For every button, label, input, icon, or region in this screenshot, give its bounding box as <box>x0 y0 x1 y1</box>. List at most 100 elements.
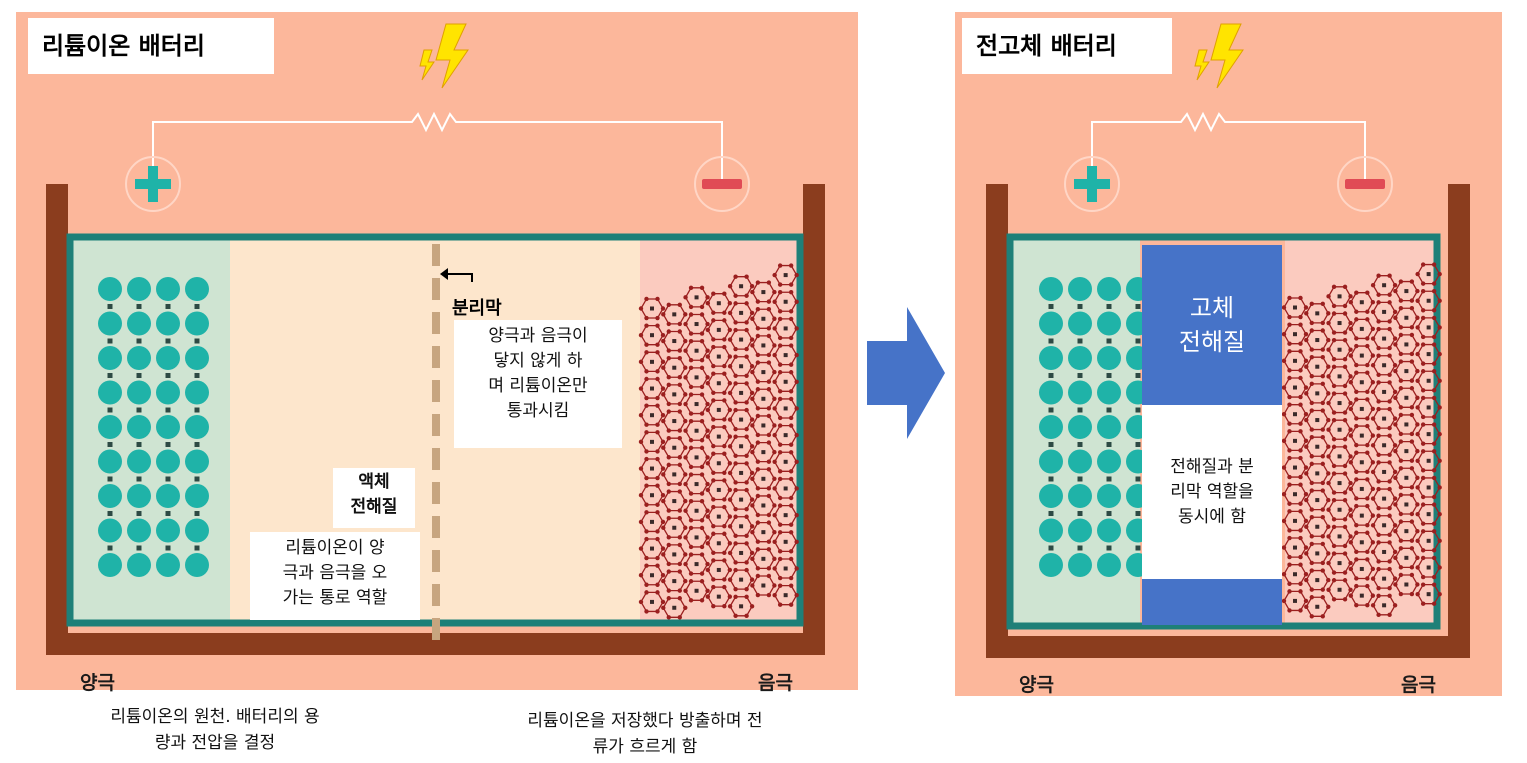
graphite-atom <box>666 436 671 441</box>
ion-gap-dot <box>194 407 200 413</box>
graphite-atom <box>1298 509 1303 514</box>
electrolyte-desc-line: 가는 통로 역할 <box>282 588 388 608</box>
graphite-atom <box>1409 306 1415 311</box>
graphite-atom <box>1342 311 1348 316</box>
graphite-atom <box>1287 501 1292 506</box>
graphite-atom <box>1354 557 1359 562</box>
lithium-site-dot <box>1359 513 1364 518</box>
graphite-atom <box>705 508 710 513</box>
ion-gap-dot <box>1106 442 1112 447</box>
separator-dash <box>432 516 440 538</box>
graphite-atom <box>1415 368 1420 374</box>
graphite-atom <box>772 343 777 348</box>
graphite-atom <box>1376 353 1381 358</box>
lithium-site-dot <box>783 273 788 278</box>
lithium-site-dot <box>1315 338 1320 343</box>
graphite-atom <box>788 316 794 322</box>
graphite-atom <box>711 531 716 536</box>
graphite-atom <box>1326 320 1331 326</box>
ion-gap-dot <box>1135 407 1141 413</box>
lithium-site-dot <box>694 402 699 407</box>
graphite-atom <box>1348 540 1354 545</box>
lithium-site-dot <box>1359 460 1364 465</box>
lithium-ion-dot <box>1039 449 1063 474</box>
lithium-site-dot <box>1404 289 1409 294</box>
lithium-site-dot <box>783 539 788 544</box>
graphite-atom <box>1370 443 1376 448</box>
graphite-atom <box>794 459 799 465</box>
graphite-atom <box>677 436 682 441</box>
graphite-atom <box>794 326 799 331</box>
graphite-atom <box>688 419 694 424</box>
graphite-atom <box>1420 529 1426 534</box>
graphite-atom <box>766 432 772 438</box>
lightning-icon <box>435 23 469 89</box>
graphite-atom <box>1320 560 1325 566</box>
graphite-atom <box>1287 562 1292 567</box>
lithium-site-dot <box>650 493 654 498</box>
graphite-atom <box>1309 568 1314 573</box>
lithium-site-dot <box>1293 385 1297 390</box>
ion-gap-dot <box>165 476 171 482</box>
graphite-atom <box>1409 485 1415 490</box>
graphite-atom <box>788 282 794 287</box>
graphite-atom <box>750 476 755 482</box>
plus-ring <box>1064 156 1120 212</box>
graphite-atom <box>1320 568 1325 573</box>
graphite-atom <box>638 386 644 391</box>
ion-gap-dot <box>136 304 142 309</box>
graphite-atom <box>1437 351 1442 357</box>
graphite-atom <box>644 422 649 427</box>
graphite-atom <box>1437 405 1442 410</box>
graphite-atom <box>1392 603 1398 608</box>
graphite-atom <box>1415 591 1420 597</box>
graphite-atom <box>1376 372 1381 377</box>
graphite-atom <box>655 422 660 427</box>
graphite-atom <box>705 561 710 567</box>
graphite-atom <box>666 401 671 407</box>
graphite-atom <box>1370 309 1376 315</box>
lithium-site-dot <box>1404 502 1409 507</box>
graphite-atom <box>1298 554 1303 560</box>
graphite-atom <box>1309 435 1314 440</box>
graphite-atom <box>749 524 755 529</box>
graphite-atom <box>699 552 705 557</box>
graphite-atom <box>661 578 666 584</box>
lithium-site-dot <box>1382 336 1387 341</box>
graphite-atom <box>711 363 716 369</box>
graphite-atom <box>755 326 761 331</box>
graphite-atom <box>727 514 733 519</box>
graphite-atom <box>777 522 783 527</box>
graphite-atom <box>1420 422 1426 427</box>
separator-dash <box>432 278 440 300</box>
lithium-ion-dot <box>1097 518 1121 543</box>
graphite-atom <box>744 301 749 306</box>
electrolyte-desc-line: 리튬이온이 양 <box>285 538 385 558</box>
graphite-atom <box>1409 325 1415 330</box>
graphite-atom <box>705 594 711 599</box>
graphite-atom <box>1342 437 1348 442</box>
graphite-atom <box>683 472 688 477</box>
graphite-atom <box>1342 524 1348 530</box>
graphite-atom <box>677 409 682 414</box>
graphite-atom <box>772 432 777 438</box>
electrolyte-label-line: 전해질 <box>350 497 398 517</box>
graphite-atom <box>666 516 671 521</box>
graphite-atom <box>1326 577 1331 583</box>
graphite-atom <box>1354 477 1359 482</box>
anode-caption-line: 량과 전압을 결정 <box>154 733 276 753</box>
graphite-atom <box>660 466 666 471</box>
lithium-site-dot <box>761 396 766 401</box>
graphite-atom <box>705 321 710 327</box>
graphite-atom <box>677 302 682 308</box>
graphite-atom <box>777 476 783 482</box>
graphite-atom <box>677 401 682 407</box>
graphite-atom <box>644 510 649 515</box>
graphite-atom <box>744 354 749 359</box>
graphite-atom <box>1393 395 1398 400</box>
graphite-atom <box>727 524 733 529</box>
graphite-atom <box>1420 494 1426 500</box>
graphite-atom <box>1370 336 1376 341</box>
graphite-atom <box>1437 458 1442 464</box>
graphite-atom <box>1365 530 1370 535</box>
